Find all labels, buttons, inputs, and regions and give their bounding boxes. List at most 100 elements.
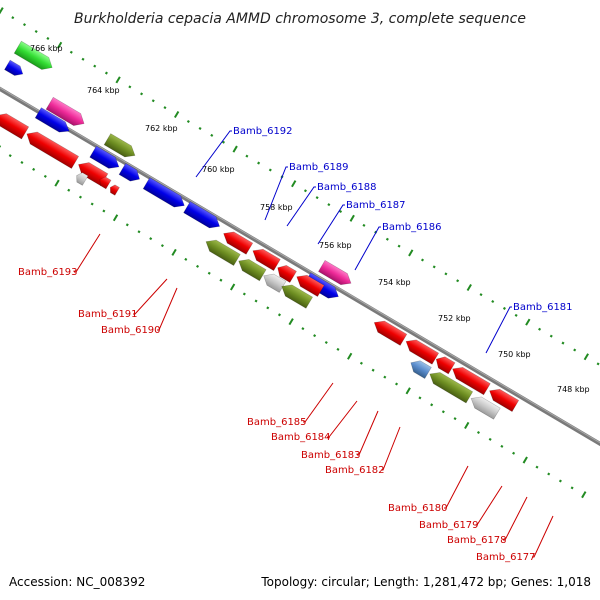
gene-arrow — [99, 176, 112, 190]
minor-tick — [327, 203, 331, 207]
tick-label: 752 kbp — [438, 314, 471, 323]
minor-tick — [43, 174, 47, 178]
gene-label-reverse: Bamb_6180 — [388, 503, 448, 514]
minor-tick — [32, 167, 36, 171]
minor-tick — [149, 237, 153, 241]
major-tick — [291, 180, 297, 188]
tick-label: 760 kbp — [202, 165, 235, 174]
reverse-gene-labels — [74, 233, 554, 558]
gene-label-forward: Bamb_6188 — [317, 182, 377, 193]
minor-tick — [277, 313, 281, 317]
accession-text: Accession: NC_008392 — [9, 575, 145, 589]
minor-tick — [432, 265, 436, 269]
tick-label: 762 kbp — [145, 124, 178, 133]
major-tick — [54, 179, 60, 187]
minor-tick — [383, 375, 387, 379]
leader-line — [503, 496, 528, 541]
leader-line — [485, 306, 512, 354]
forward-gene-labels — [195, 130, 512, 354]
backbone-highlight — [0, 67, 600, 456]
gene-arrow — [76, 172, 89, 186]
gene-label-forward: Bamb_6181 — [513, 302, 573, 313]
minor-tick — [210, 133, 214, 137]
major-tick — [466, 284, 472, 292]
gene-arrow — [429, 372, 474, 404]
minor-tick — [8, 154, 12, 158]
tick-label: 758 kbp — [260, 203, 293, 212]
minor-tick — [303, 189, 307, 193]
gene-arrow — [281, 284, 314, 309]
minor-tick — [538, 327, 542, 331]
minor-tick — [184, 257, 188, 261]
gene-arrow — [223, 231, 254, 255]
gene-label-reverse: Bamb_6179 — [419, 520, 479, 531]
leader-line — [381, 426, 401, 471]
minor-tick — [336, 347, 340, 351]
gene-label-forward: Bamb_6186 — [382, 222, 442, 233]
gene-arrow — [34, 107, 70, 133]
minor-tick — [397, 244, 401, 248]
minor-tick — [93, 64, 97, 68]
leader-line — [264, 166, 288, 221]
minor-tick — [324, 340, 328, 345]
minor-tick — [418, 396, 422, 400]
gene-arrow — [296, 274, 325, 297]
minor-tick — [34, 30, 38, 34]
minor-tick — [81, 57, 85, 61]
minor-tick — [245, 154, 249, 158]
gene-label-reverse: Bamb_6193 — [18, 267, 78, 278]
forward-labels-text: Bamb_6192 Bamb_6189 Bamb_6188 Bamb_6187 … — [233, 126, 573, 313]
minor-tick — [257, 161, 261, 165]
leader-line — [354, 226, 381, 271]
minor-tick — [558, 479, 562, 483]
minor-tick — [137, 230, 141, 234]
minor-tick — [549, 334, 553, 338]
gene-arrow — [263, 273, 287, 293]
major-tick — [464, 421, 470, 429]
tick-ring-outer — [0, 7, 600, 366]
minor-tick — [151, 99, 155, 103]
minor-tick — [561, 341, 565, 345]
major-tick — [0, 7, 4, 15]
tick-label: 756 kbp — [319, 241, 352, 250]
minor-tick — [102, 209, 106, 213]
tick-ring-inner — [0, 144, 587, 499]
minor-tick — [371, 368, 375, 372]
gene-arrow — [45, 96, 85, 126]
minor-tick — [430, 403, 434, 407]
minor-tick — [385, 237, 389, 241]
major-tick — [525, 318, 531, 326]
minor-tick — [242, 292, 246, 296]
summary-text: Topology: circular; Length: 1,281,472 bp… — [260, 575, 591, 589]
gene-arrow — [470, 396, 501, 420]
tick-labels: 766 kbp 764 kbp 762 kbp 760 kbp 758 kbp … — [30, 44, 590, 394]
major-tick — [349, 214, 355, 222]
minor-tick — [140, 92, 144, 96]
minor-tick — [488, 437, 492, 441]
minor-tick — [441, 410, 445, 414]
minor-tick — [502, 306, 506, 310]
gene-arrow — [4, 59, 24, 76]
gene-arrow — [410, 360, 432, 379]
minor-tick — [456, 279, 460, 283]
minor-tick — [491, 300, 495, 304]
minor-tick — [128, 85, 132, 89]
gene-label-reverse: Bamb_6184 — [271, 432, 331, 443]
minor-tick — [254, 299, 258, 303]
leader-line — [475, 485, 503, 526]
major-tick — [171, 248, 177, 256]
minor-tick — [78, 195, 82, 199]
gene-label-reverse: Bamb_6191 — [78, 309, 138, 320]
minor-tick — [362, 223, 366, 227]
minor-tick — [186, 120, 190, 124]
minor-tick — [420, 258, 425, 262]
tick-label: 766 kbp — [30, 44, 63, 53]
leader-line — [133, 278, 168, 315]
gene-arrow — [142, 177, 185, 208]
minor-tick — [301, 327, 305, 331]
minor-tick — [20, 160, 24, 165]
minor-tick — [125, 223, 129, 227]
leader-line — [74, 233, 101, 273]
gene-arrow — [489, 388, 520, 413]
